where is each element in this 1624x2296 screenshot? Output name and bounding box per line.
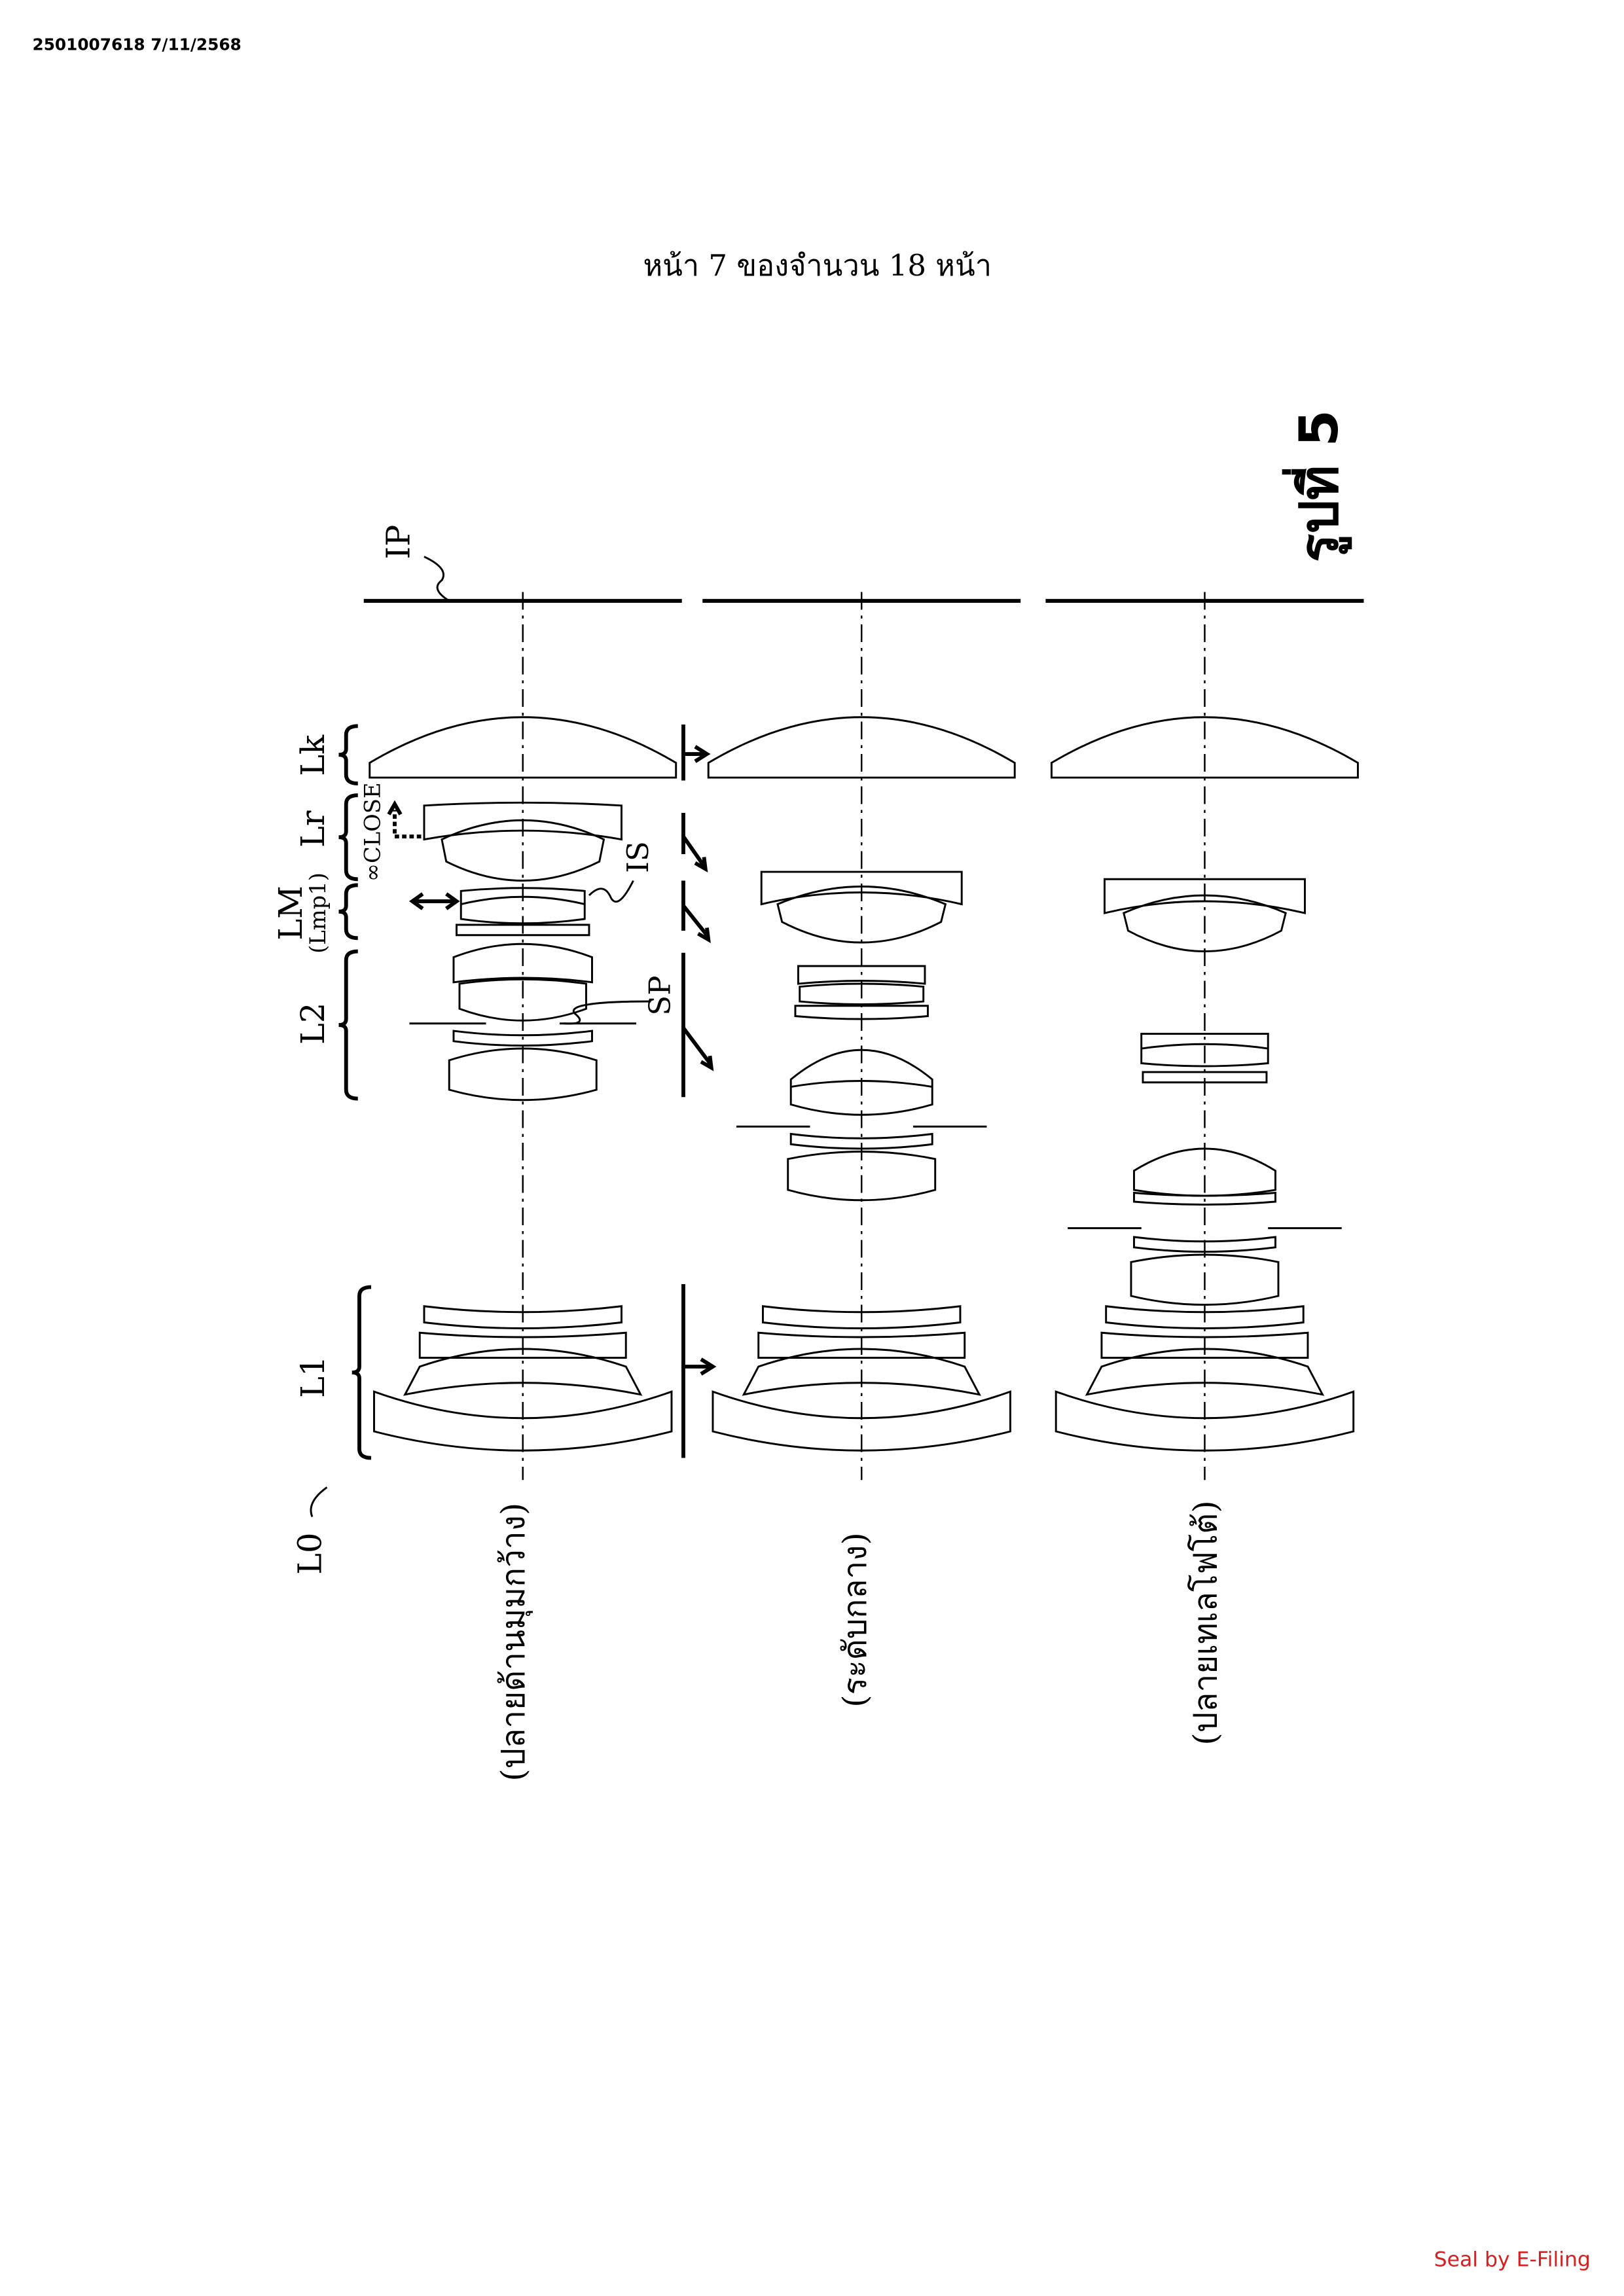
lens-cemented-surface [460,895,585,905]
arrowhead-up-icon [387,800,403,816]
lens-l2-element [448,1047,598,1102]
lens-lk [707,716,1016,779]
label-lr: Lr [294,810,332,848]
lens-l1-element [712,1390,1011,1452]
lens-l2-element [458,978,587,1022]
lens-l1-element [403,1348,643,1396]
lens-l1-element [742,1348,981,1396]
lens-cemented-surface [1141,1043,1269,1050]
arrow-diagonal-icon [681,1026,714,1071]
label-close: ∞CLOSE [359,782,385,882]
lens-lr-element [441,819,605,882]
lens-element [1132,1191,1276,1206]
lens-element [776,886,947,944]
arrow-diagonal-icon [681,835,708,872]
lens-l1-element [373,1390,673,1452]
lens-element [1132,1236,1276,1253]
double-arrow-icon [408,892,460,910]
label-is: IS [621,841,655,873]
brace-l1 [352,1285,372,1460]
lens-element [787,1151,937,1202]
lens-l1-element [1105,1305,1305,1329]
brace-lm [338,883,358,941]
lens-cemented-surface [790,1080,933,1088]
label-l1: L1 [294,1356,332,1398]
lens-lm-element [460,887,586,925]
lens-l1-element [418,1331,627,1359]
lens-element [1130,1253,1280,1306]
lens-element [760,870,963,906]
efiling-seal: Seal by E-Filing [1434,2248,1591,2272]
label-sp: SP [643,975,677,1015]
lens-lr-element [423,801,623,841]
dotted-arrow-icon [393,810,422,838]
caption-wide-angle: (ปลายด้านมุมกว้าง) [494,1503,533,1782]
label-lm: LM [272,886,310,941]
lens-element [1122,894,1287,952]
l0-leader-line [310,1486,328,1518]
lens-l1-element [423,1305,623,1329]
lens-element [794,1005,929,1020]
ip-leader-line [424,556,450,602]
label-l0: L0 [291,1533,329,1575]
document-id: 2501007618 7/11/2568 [32,35,241,54]
lens-element [799,982,925,1005]
lens-element [797,965,926,985]
lens-l2-element [452,1030,593,1047]
label-lk: Lk [294,734,332,776]
arrow-right-icon [683,745,711,763]
lens-cross-sections [310,556,1364,1518]
lens-l2-element [452,942,593,984]
label-lmp1: (Lmp1) [305,872,331,954]
lens-l1-element [762,1305,962,1329]
lens-element [1142,1071,1268,1084]
lens-plate [456,924,590,937]
lens-l1-element [757,1331,966,1359]
arrow-right-icon [683,1357,717,1376]
lens-l1-element [1100,1331,1309,1359]
caption-intermediate: (ระดับกลาง) [836,1532,874,1708]
label-ip: IP [379,525,417,560]
lens-l1-element [1055,1390,1355,1452]
lens-element [1140,1033,1269,1067]
brace-lr [338,793,358,882]
sp-leader-line [564,1000,651,1025]
label-l2: L2 [294,1003,332,1045]
page-number: หน้า 7 ของจำนวน 18 หน้า [643,248,992,283]
lens-element [789,1049,933,1116]
caption-telephoto: (ปลายเทเลโฟโต้) [1186,1500,1224,1745]
is-leader-line [588,880,634,903]
brace-l2 [338,949,358,1101]
lens-lk [369,716,677,779]
lens-element [1103,878,1306,914]
figure-title: รูปที่ 5 [1282,410,1352,562]
lens-element [789,1132,933,1150]
lens-lk [1050,716,1359,779]
brace-lk [338,724,358,785]
arrow-diagonal-icon [681,904,711,943]
lens-l1-element [1085,1348,1325,1396]
